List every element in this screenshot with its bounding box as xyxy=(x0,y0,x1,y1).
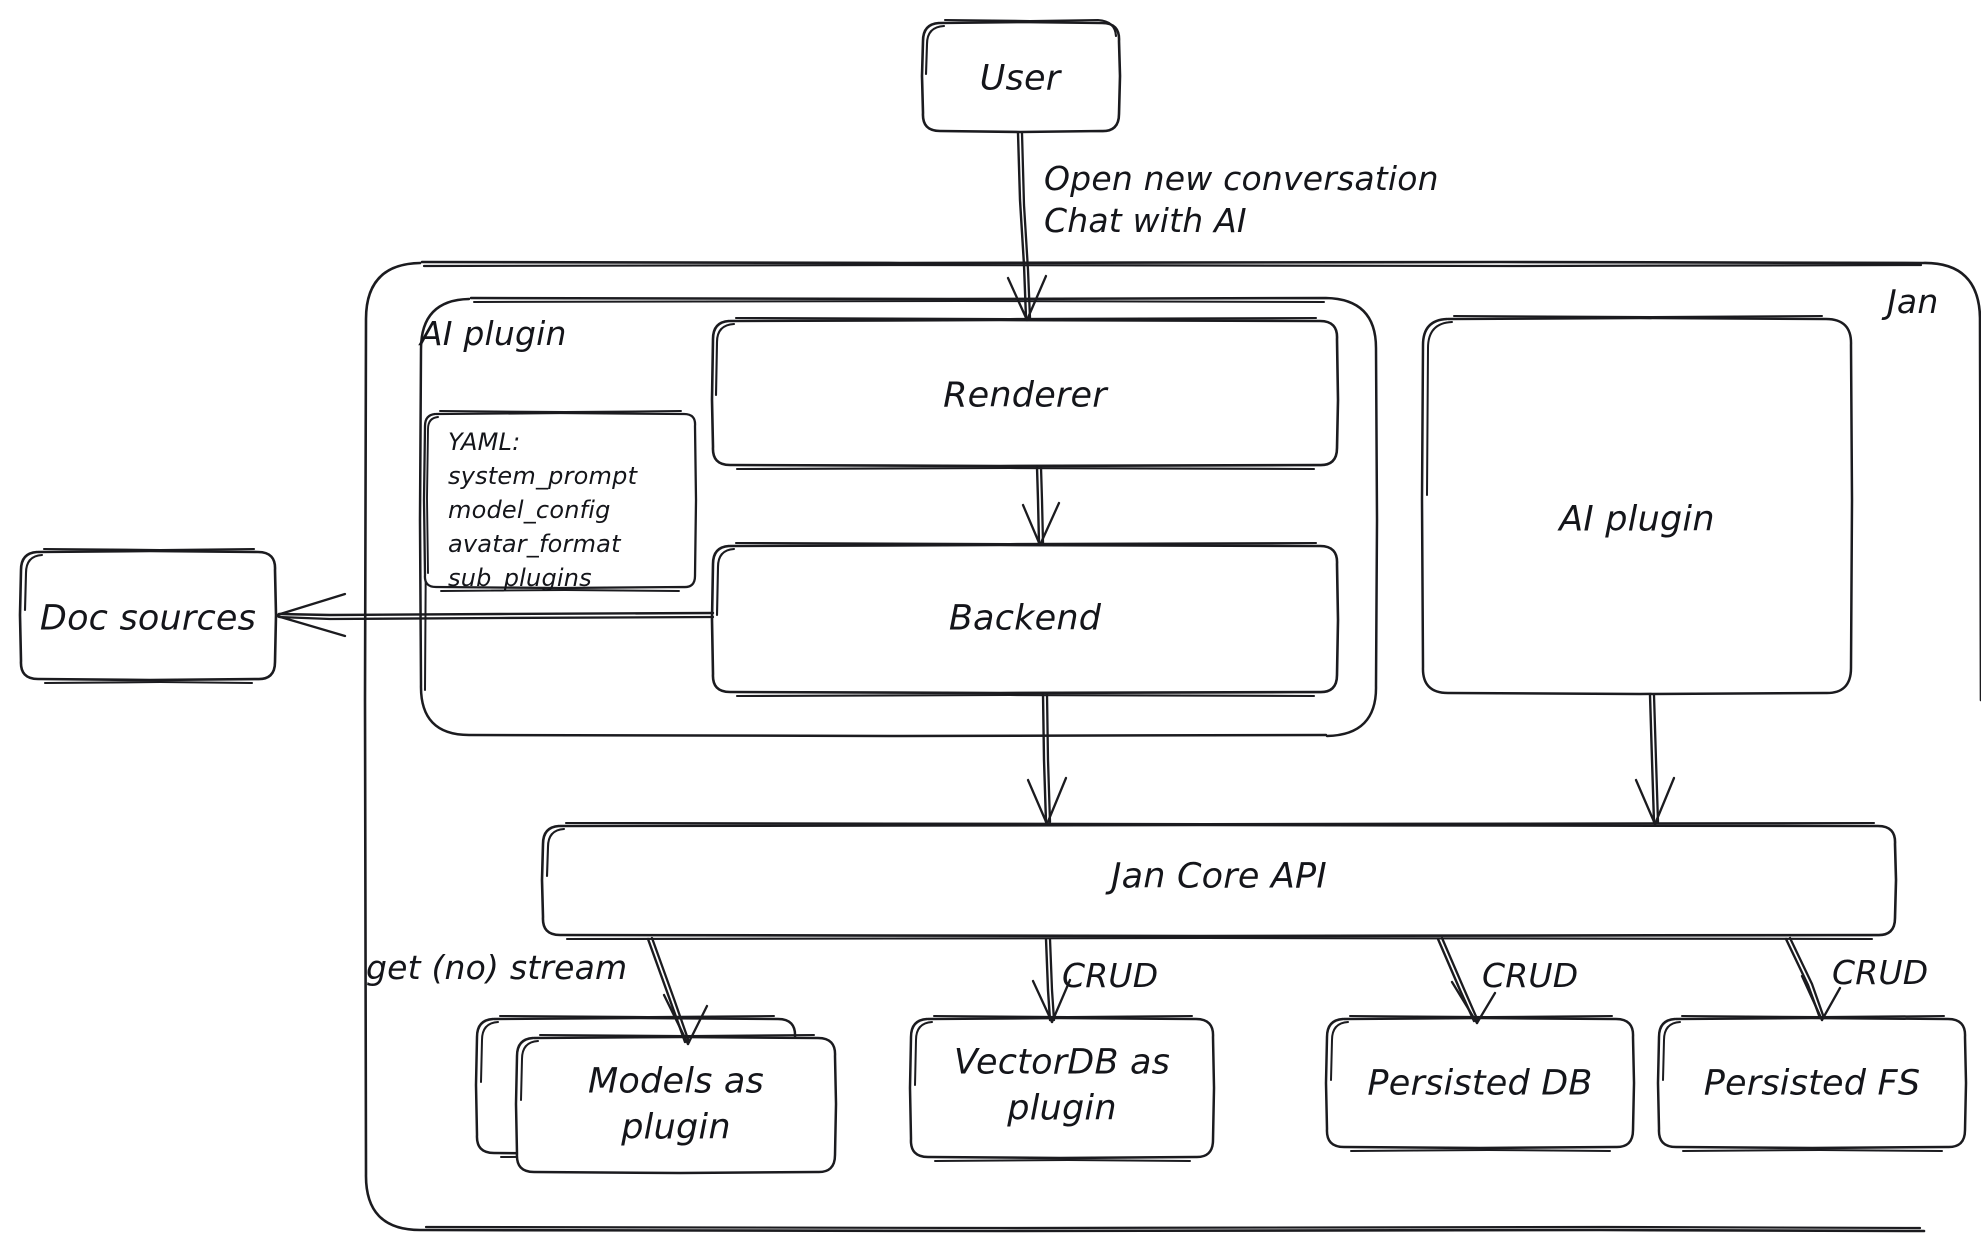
node-backend-label: Backend xyxy=(948,598,1102,639)
node-models-as-plugin-shape xyxy=(514,1034,838,1175)
container-ai-plugin-group-label: AI plugin xyxy=(420,314,567,353)
edge-label-crud-persisted-fs: CRUD xyxy=(1832,953,1929,992)
node-yaml-label: YAML: system_prompt model_config avatar_… xyxy=(448,428,638,593)
edge-jan-core-api-to-persisted-db xyxy=(1436,936,1497,1025)
edge-label-crud-persisted-db: CRUD xyxy=(1482,956,1579,995)
node-doc-sources-label: Doc sources xyxy=(39,598,257,639)
node-persisted-db-label: Persisted DB xyxy=(1367,1063,1593,1104)
edge-label-open-new-conversation: Open new conversation Chat with AI xyxy=(1044,159,1439,241)
node-vectordb-as-plugin-shape xyxy=(908,1015,1216,1162)
edge-backend-to-doc-sources xyxy=(275,592,715,638)
edge-label-get-no-stream: get (no) stream xyxy=(366,948,628,987)
node-renderer-shape xyxy=(710,316,1340,471)
edge-jan-core-api-to-models-as-plugin xyxy=(646,936,709,1046)
node-backend-shape xyxy=(710,541,1340,698)
edge-jan-core-api-to-vectordb-as-plugin xyxy=(1031,937,1072,1024)
edge-label-crud-vectordb: CRUD xyxy=(1062,956,1159,995)
edge-ai-plugin-to-jan-core-api xyxy=(1634,693,1676,826)
node-jan-core-api-label: Jan Core API xyxy=(1111,856,1327,897)
node-doc-sources-shape xyxy=(18,547,278,685)
edge-jan-core-api-to-persisted-fs xyxy=(1784,936,1842,1022)
node-jan-core-api-shape xyxy=(540,821,1898,941)
node-yaml-shape xyxy=(422,410,698,592)
node-ai-plugin-label: AI plugin xyxy=(1559,499,1715,540)
node-user-label: User xyxy=(979,58,1061,99)
node-ai-plugin-shape xyxy=(1420,315,1854,696)
node-vectordb-as-plugin-label: VectorDB as plugin xyxy=(953,1042,1171,1129)
node-user-shape xyxy=(920,18,1122,134)
container-jan-label: Jan xyxy=(1887,282,1939,321)
node-persisted-fs-label: Persisted FS xyxy=(1703,1063,1921,1104)
edge-renderer-to-backend xyxy=(1021,465,1061,547)
node-renderer-label: Renderer xyxy=(943,375,1107,416)
edge-backend-to-jan-core-api xyxy=(1026,692,1068,826)
node-models-as-plugin-label: Models as plugin xyxy=(588,1061,764,1148)
node-persisted-db-shape xyxy=(1324,1015,1636,1152)
node-persisted-fs-shape xyxy=(1656,1015,1968,1152)
edge-user-to-renderer xyxy=(1006,131,1048,322)
